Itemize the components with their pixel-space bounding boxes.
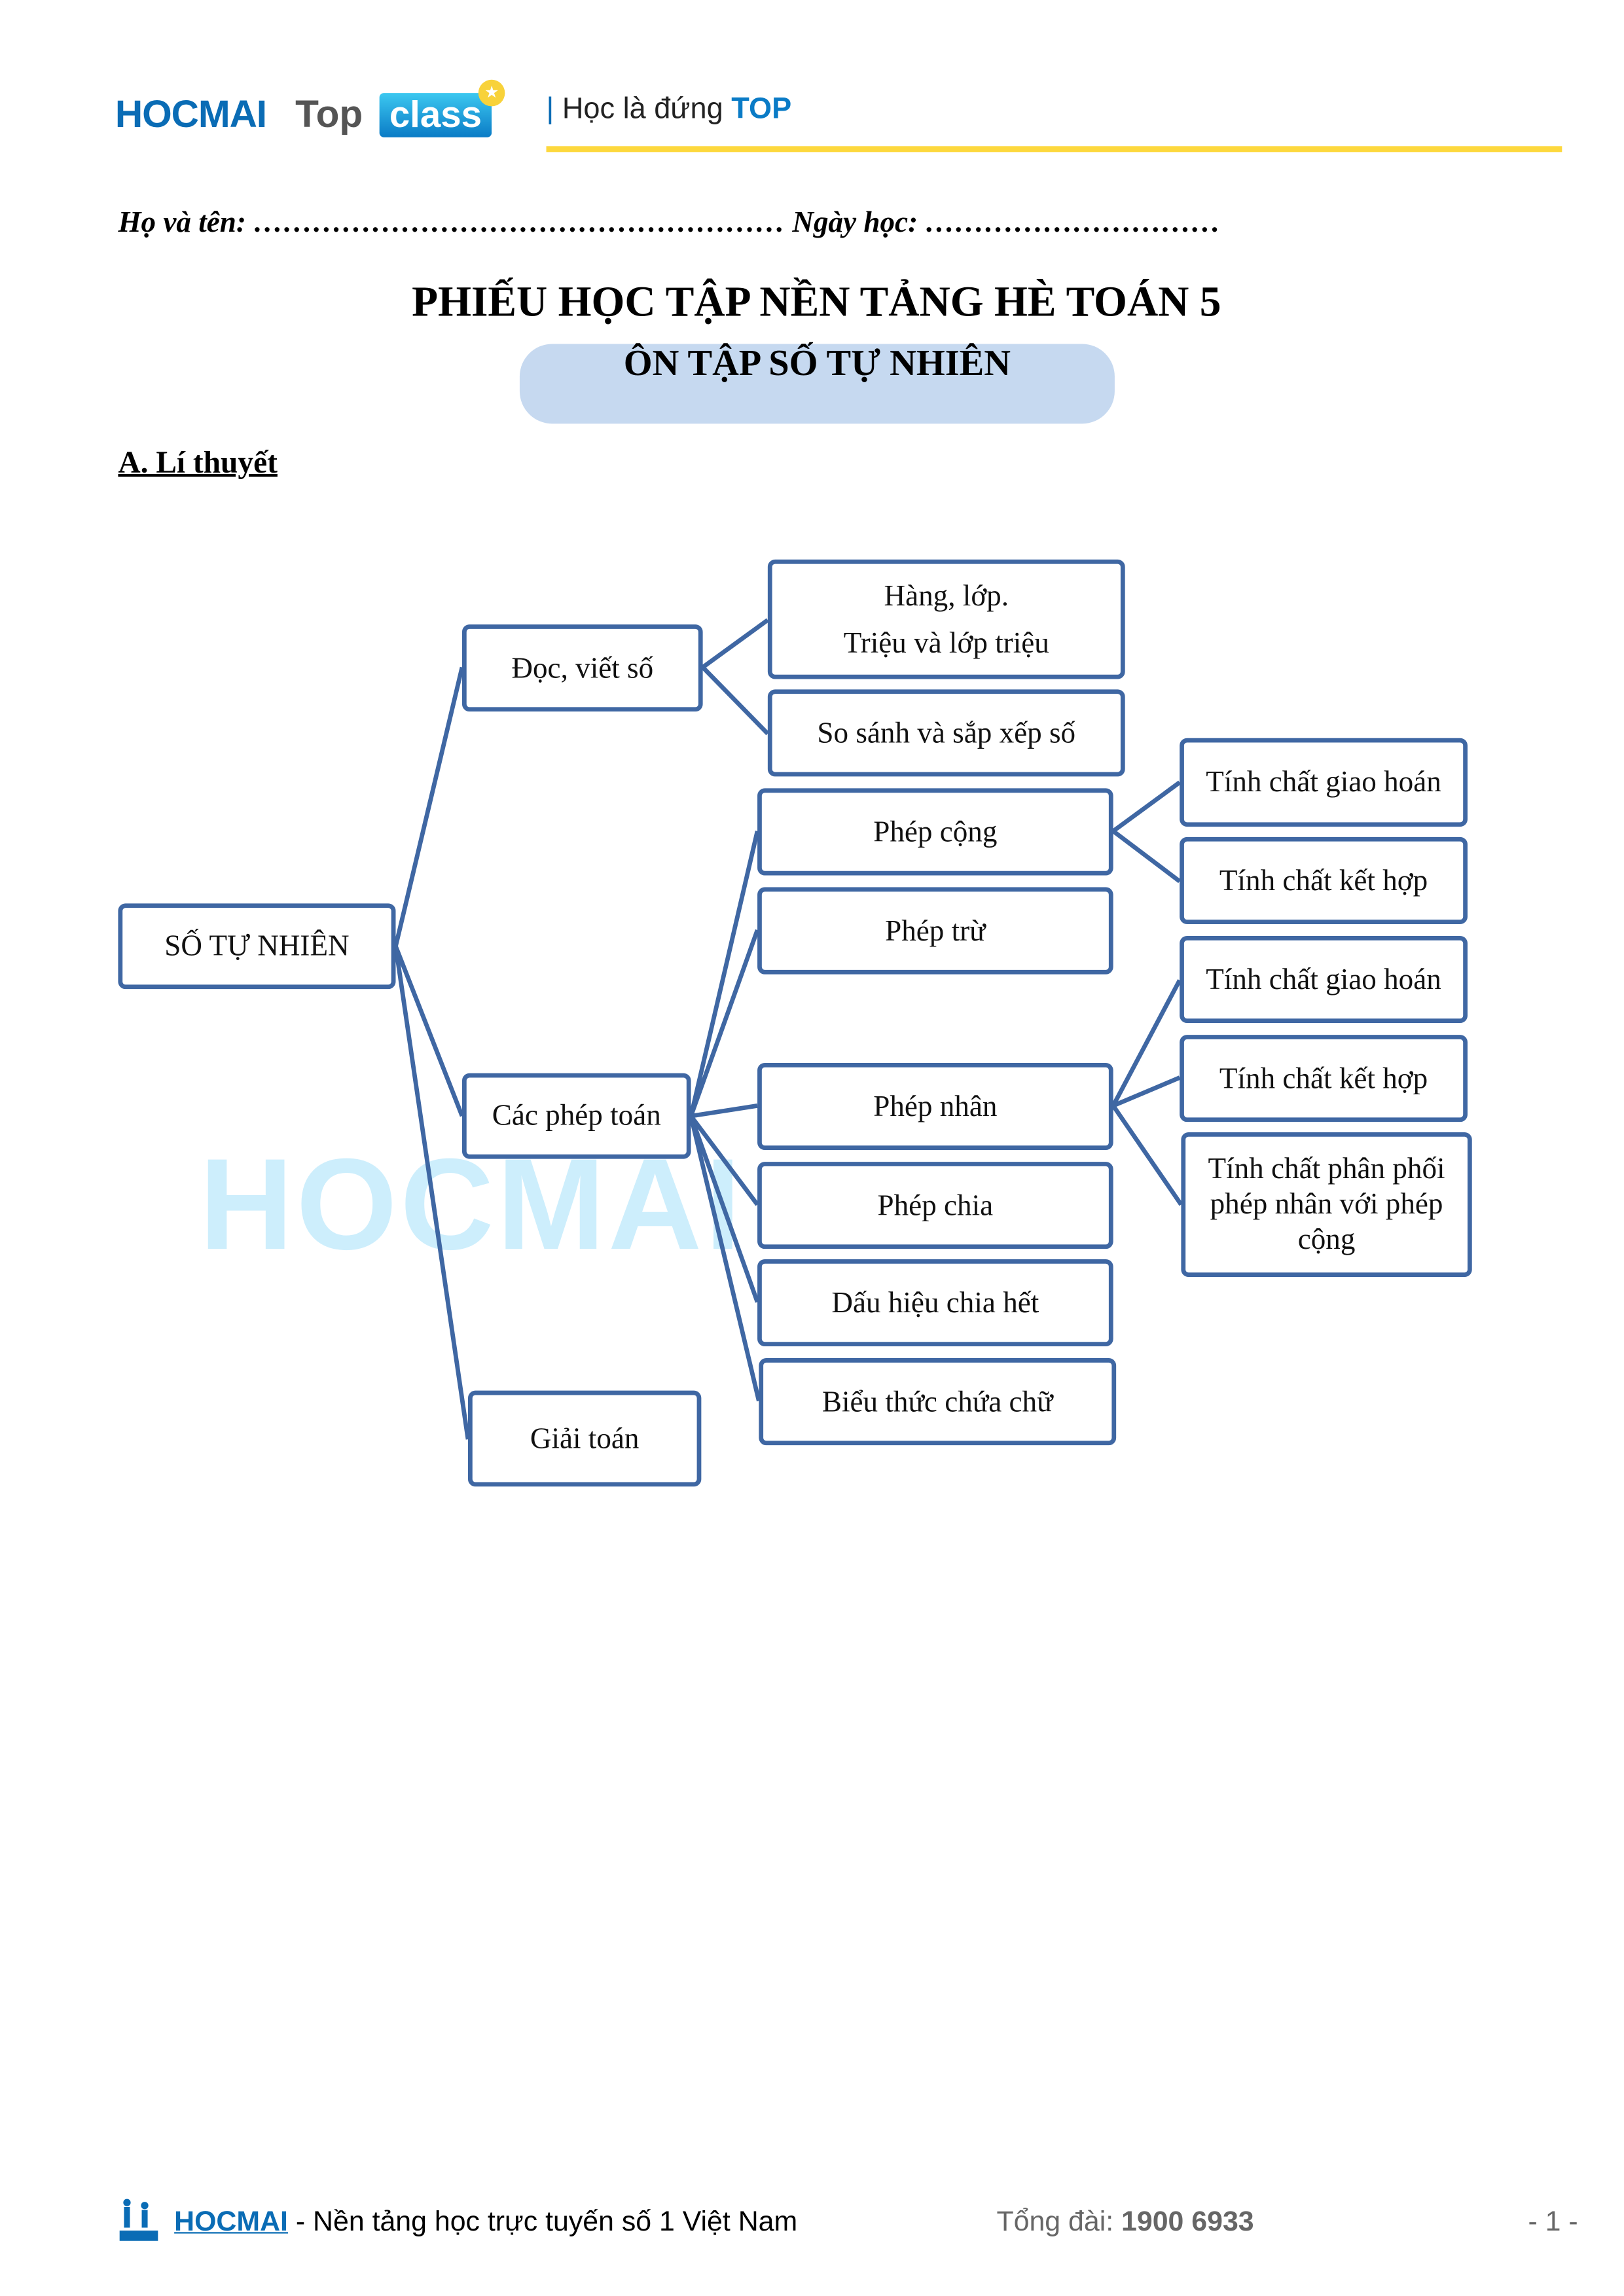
node-root: SỐ TỰ NHIÊN: [118, 903, 396, 990]
connector: [393, 946, 471, 1440]
node-place-value: Hàng, lớp. Triệu và lớp triệu: [767, 559, 1125, 679]
connector: [691, 1103, 758, 1119]
connector: [689, 831, 760, 1117]
node-subtraction: Phép trừ: [757, 887, 1113, 975]
connector: [1111, 979, 1182, 1107]
node-mul-commutative: Tính chất giao hoán: [1180, 935, 1468, 1024]
node-operations: Các phép toán: [461, 1073, 691, 1159]
tagline-bar: |: [546, 93, 554, 126]
node-divisibility: Dấu hiệu chia hết: [757, 1259, 1113, 1347]
page-title: PHIẾU HỌC TẬP NỀN TẢNG HÈ TOÁN 5: [412, 279, 1221, 327]
node-addition: Phép cộng: [757, 788, 1113, 876]
connector: [701, 666, 770, 736]
connector: [689, 929, 760, 1117]
page-number: - 1 -: [1528, 2206, 1578, 2238]
mindmap-connectors: [393, 618, 1183, 1440]
hocmai-footer-logo-icon: [118, 2198, 159, 2241]
connector: [1111, 1104, 1183, 1206]
star-badge-icon: ★: [478, 79, 505, 107]
node-expressions: Biểu thức chứa chữ: [759, 1358, 1117, 1446]
footer-slogan: - Nền tảng học trực tuyến số 1 Việt Nam: [287, 2206, 798, 2238]
hotline-number: 1900 6933: [1121, 2206, 1254, 2238]
connector: [689, 1115, 760, 1303]
node-multiplication: Phép nhân: [757, 1062, 1113, 1151]
node-division: Phép chia: [757, 1162, 1113, 1249]
connector: [1112, 1075, 1181, 1108]
node-mul-associative: Tính chất kết hợp: [1180, 1035, 1468, 1122]
tagline: | Học là đứng TOP: [547, 93, 792, 127]
node-read-write: Đọc, viết số: [461, 624, 703, 712]
node-compare: So sánh và sắp xếp số: [767, 689, 1125, 777]
topic-pill: ÔN TẬP SỐ TỰ NHIÊN: [519, 344, 1115, 424]
student-info-line: Họ và tên: ……………………………………………… Ngày học: …: [118, 206, 1221, 240]
connector: [393, 666, 465, 947]
tagline-top: TOP: [731, 93, 792, 126]
logo-class: class: [379, 93, 492, 137]
footer-left: HOCMAI - Nền tảng học trực tuyến số 1 Vi…: [174, 2207, 797, 2240]
connector: [701, 618, 769, 670]
footer-brand-link[interactable]: HOCMAI: [174, 2206, 288, 2238]
section-heading: A. Lí thuyết: [118, 444, 278, 480]
connector: [1111, 780, 1182, 833]
node-add-associative: Tính chất kết hợp: [1180, 836, 1468, 924]
connector: [393, 945, 465, 1117]
logo-top: Top: [295, 91, 363, 136]
node-add-commutative: Tính chất giao hoán: [1180, 738, 1468, 827]
connector: [689, 1115, 761, 1402]
node-distributive: Tính chất phân phối phép nhân với phép c…: [1181, 1132, 1472, 1278]
hotline-label: Tổng đài:: [996, 2206, 1122, 2238]
header-divider: [546, 146, 1562, 152]
tagline-text: Học là đứng: [562, 93, 723, 126]
connector: [689, 1115, 759, 1206]
node-problems: Giải toán: [467, 1390, 702, 1487]
footer-hotline: Tổng đài: 1900 6933: [996, 2207, 1254, 2240]
connector: [1111, 829, 1182, 884]
logo-hocmai: HOCMAI: [115, 91, 267, 136]
